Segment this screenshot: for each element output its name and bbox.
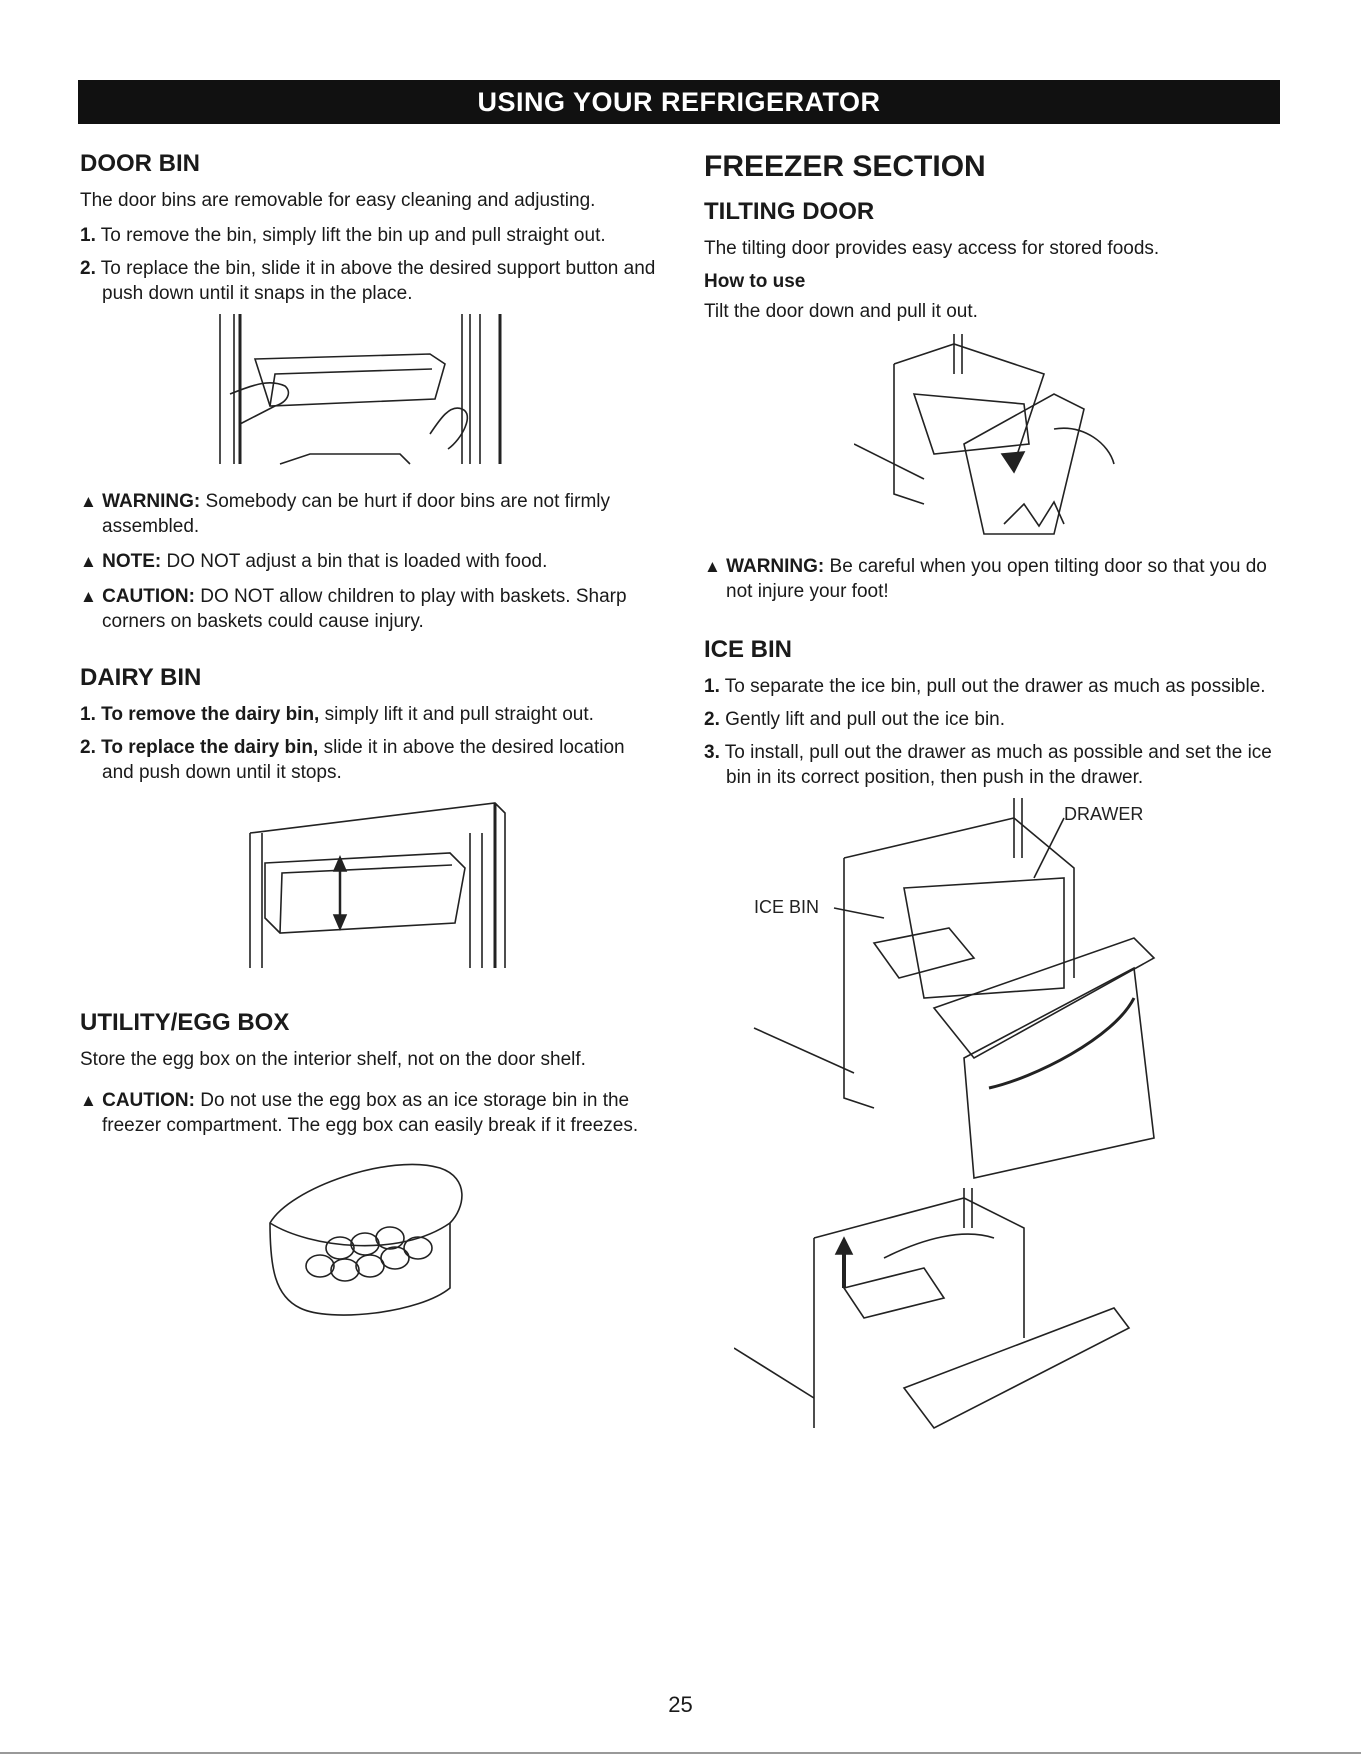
door-bin-step-2: 2. To replace the bin, slide it in above… <box>80 258 656 304</box>
left-column: DOOR BIN The door bins are removable for… <box>80 150 660 1333</box>
warning-triangle-icon: ▲ <box>80 1091 97 1110</box>
warning-triangle-icon: ▲ <box>704 557 721 576</box>
dairy-bin-illustration <box>249 802 506 968</box>
ice-bin-drawer-illustration: DRAWER ICE BIN <box>753 798 1156 1179</box>
right-column: FREEZER SECTION TILTING DOOR The tilting… <box>704 150 1284 1448</box>
tilting-door-intro: The tilting door provides easy access fo… <box>704 238 1160 259</box>
how-to-use-heading: How to use <box>704 271 806 292</box>
bottom-rule <box>0 1752 1361 1754</box>
egg-box-caution: ▲ CAUTION: Do not use the egg box as an … <box>80 1090 639 1136</box>
page-number: 25 <box>668 1692 693 1717</box>
door-bin-intro: The door bins are removable for easy cle… <box>80 190 596 211</box>
tilting-door-title: TILTING DOOR <box>704 198 875 225</box>
door-bin-title: DOOR BIN <box>80 150 200 177</box>
door-bin-warning: ▲ WARNING: Somebody can be hurt if door … <box>80 491 611 537</box>
door-bin-caution: ▲ CAUTION: DO NOT allow children to play… <box>80 586 627 632</box>
egg-box-section: UTILITY/EGG BOX Store the egg box on the… <box>80 1009 660 1323</box>
how-to-use-text: Tilt the door down and pull it out. <box>704 301 978 322</box>
ice-bin-section: ICE BIN 1. To separate the ice bin, pull… <box>704 636 1284 1438</box>
ice-bin-label: ICE BIN <box>754 897 819 917</box>
door-bin-illustration <box>219 314 502 465</box>
ice-bin-step-3: 3. To install, pull out the drawer as mu… <box>704 742 1272 788</box>
door-bin-section: DOOR BIN The door bins are removable for… <box>80 150 660 634</box>
warning-triangle-icon: ▲ <box>80 587 97 606</box>
freezer-section-title: FREEZER SECTION <box>704 150 986 183</box>
door-bin-step-1: 1. To remove the bin, simply lift the bi… <box>80 225 606 246</box>
drawer-label: DRAWER <box>1064 804 1143 824</box>
ice-bin-step-2: 2. Gently lift and pull out the ice bin. <box>704 709 1006 730</box>
ice-bin-step-1: 1. To separate the ice bin, pull out the… <box>704 676 1266 697</box>
dairy-bin-step-1: 1. To remove the dairy bin, simply lift … <box>80 704 594 725</box>
tilting-door-warning: ▲ WARNING: Be careful when you open tilt… <box>704 556 1267 602</box>
ice-bin-title: ICE BIN <box>704 636 793 663</box>
dairy-bin-title: DAIRY BIN <box>80 664 202 691</box>
egg-box-title: UTILITY/EGG BOX <box>80 1009 290 1036</box>
tilting-door-illustration <box>854 334 1115 535</box>
page-banner: USING YOUR REFRIGERATOR <box>78 80 1280 124</box>
egg-box-intro: Store the egg box on the interior shelf,… <box>80 1049 586 1070</box>
egg-box-illustration <box>269 1163 463 1316</box>
door-bin-note: ▲ NOTE: DO NOT adjust a bin that is load… <box>80 551 548 572</box>
warning-triangle-icon: ▲ <box>80 552 97 571</box>
warning-triangle-icon: ▲ <box>80 492 97 511</box>
dairy-bin-step-2: 2. To replace the dairy bin, slide it in… <box>80 737 625 783</box>
dairy-bin-section: DAIRY BIN 1. To remove the dairy bin, si… <box>80 664 660 973</box>
ice-bin-removal-illustration <box>734 1188 1131 1430</box>
